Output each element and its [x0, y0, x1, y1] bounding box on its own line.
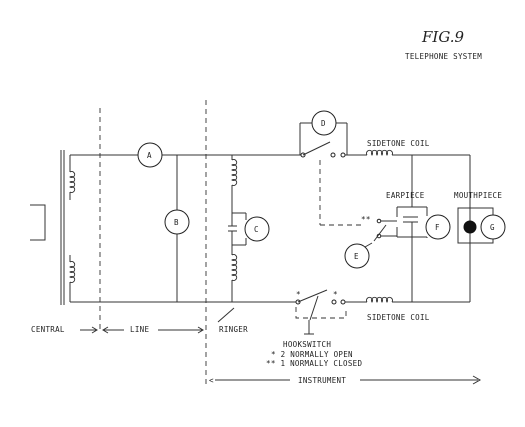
svg-text:D: D — [321, 119, 326, 128]
component-f: F — [425, 214, 451, 240]
mouthpiece-assembly: MOUTHPIECE — [454, 191, 502, 244]
component-e: E — [344, 242, 373, 269]
label-instrument: INSTRUMENT — [298, 376, 346, 385]
svg-text:A: A — [147, 151, 152, 160]
label-ringer: RINGER — [219, 325, 248, 334]
central-transformer — [30, 150, 76, 305]
svg-text:EARPIECE: EARPIECE — [386, 191, 425, 200]
svg-text:*: * — [333, 290, 338, 299]
lower-hookswitch: * * — [295, 289, 347, 335]
sidetone-coil-top: SIDETONE COIL — [345, 139, 470, 156]
component-b: B — [164, 155, 190, 302]
component-g: G — [480, 214, 506, 240]
hookswitch-legend: HOOKSWITCH * 2 NORMALLY OPEN ** 1 NORMAL… — [266, 340, 362, 368]
svg-text:G: G — [490, 223, 495, 232]
sidetone-coil-bottom: SIDETONE COIL — [345, 296, 470, 322]
section-labels: CENTRAL LINE RINGER < INSTRUMENT — [31, 307, 482, 385]
component-d: D — [311, 110, 337, 136]
svg-text:**: ** — [361, 215, 371, 224]
label-line: LINE — [130, 325, 149, 334]
earpiece-assembly: EARPIECE — [386, 155, 428, 302]
figure-caption: TELEPHONE SYSTEM — [405, 52, 482, 61]
hookswitch-note-1: * 2 NORMALLY OPEN — [271, 350, 353, 359]
label-central: CENTRAL — [31, 325, 65, 334]
hookswitch-title: HOOKSWITCH — [283, 340, 331, 349]
middle-hookswitch: ** — [319, 160, 397, 242]
hookswitch-note-2: ** 1 NORMALLY CLOSED — [266, 359, 362, 368]
svg-text:B: B — [174, 218, 179, 227]
svg-text:<: < — [209, 376, 214, 385]
svg-text:C: C — [254, 225, 259, 234]
figure-number: FIG.9 — [421, 28, 465, 46]
svg-text:*: * — [296, 290, 301, 299]
svg-text:E: E — [354, 252, 359, 261]
svg-text:MOUTHPIECE: MOUTHPIECE — [454, 191, 502, 200]
component-c: C — [244, 216, 270, 242]
component-a: A — [137, 142, 163, 168]
svg-text:SIDETONE COIL: SIDETONE COIL — [367, 139, 430, 148]
svg-text:F: F — [435, 223, 440, 232]
svg-text:SIDETONE COIL: SIDETONE COIL — [367, 313, 430, 322]
ringer-branch — [228, 155, 247, 302]
